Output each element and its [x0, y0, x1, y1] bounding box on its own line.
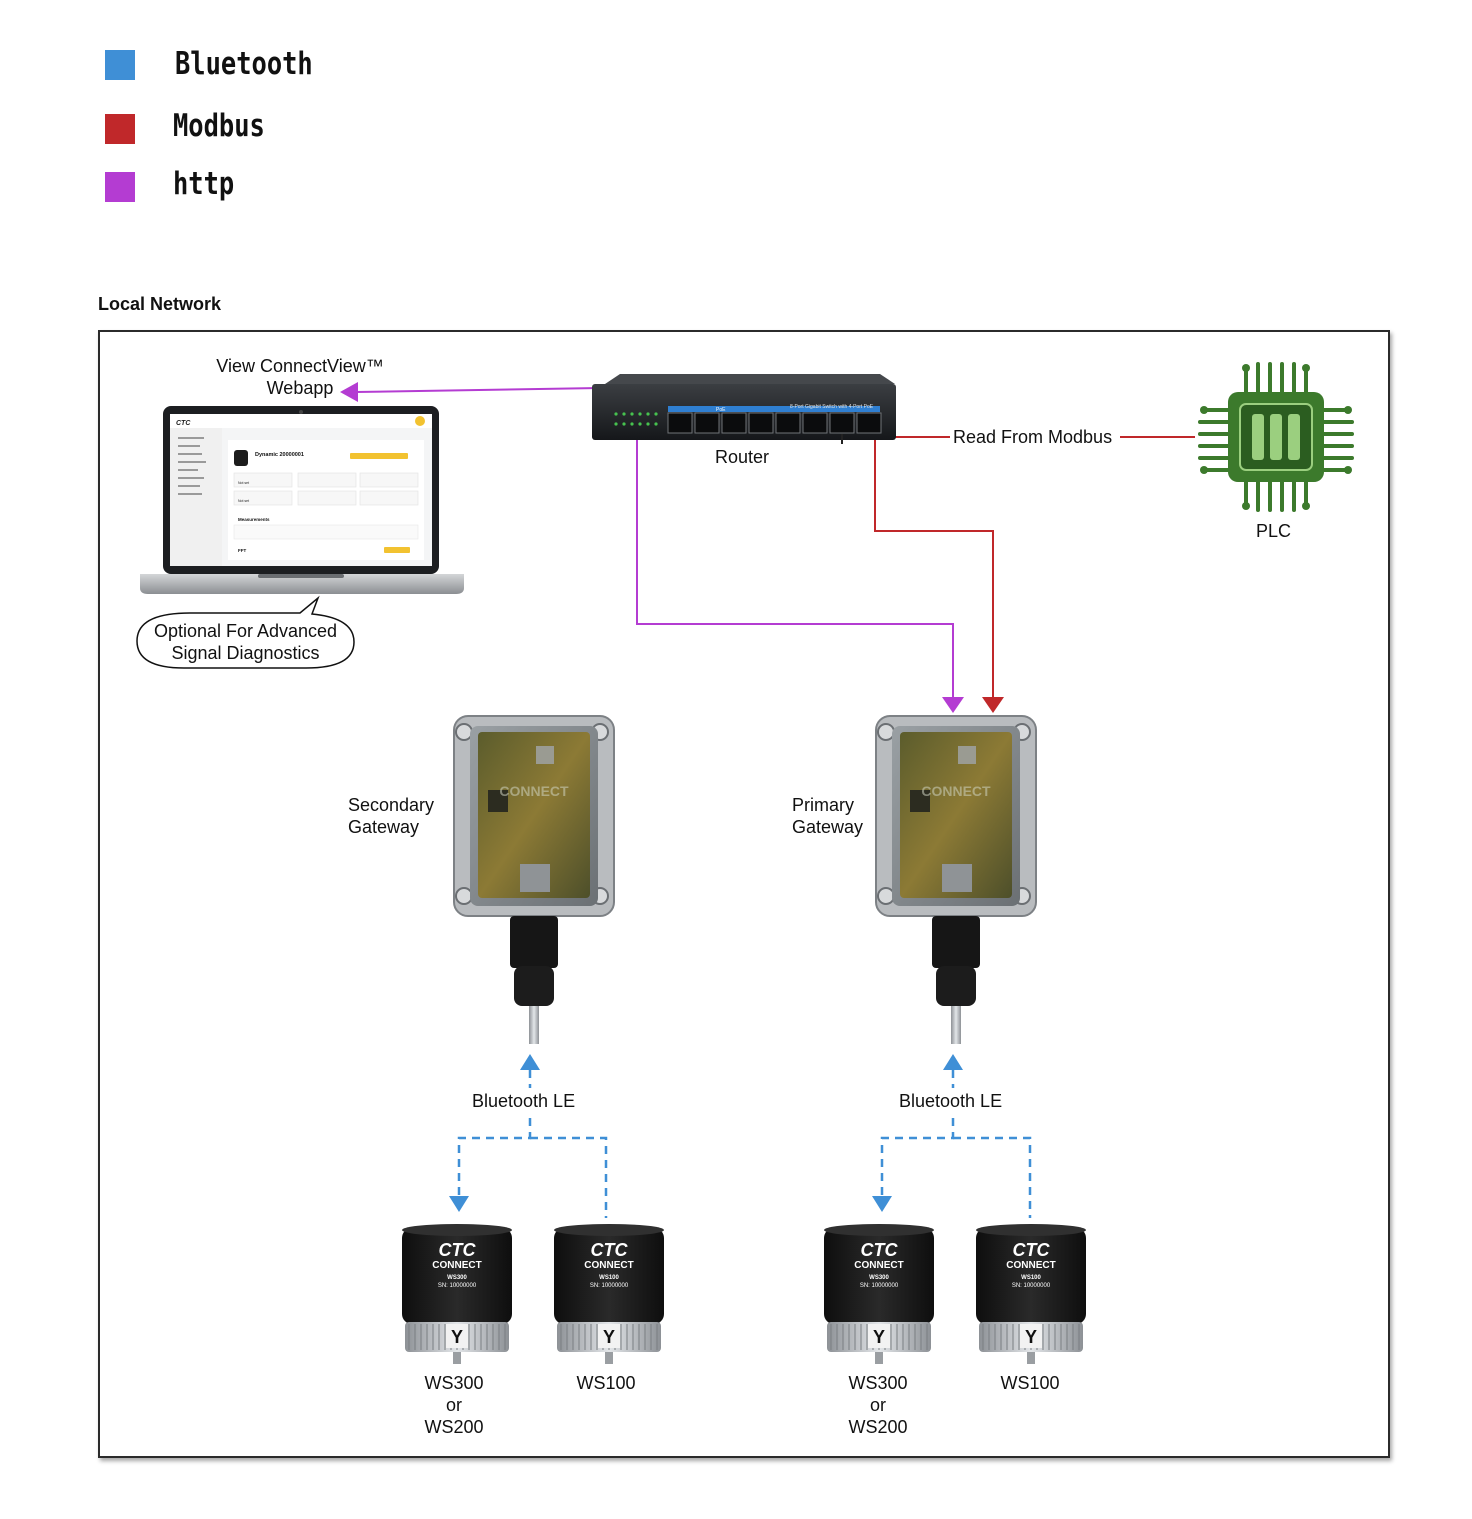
secondary-gateway-device: CONNECT: [453, 715, 615, 1044]
http-swatch: [105, 172, 135, 202]
ble-links-primary: [880, 1070, 1032, 1218]
sensor-model-text: WS300: [869, 1275, 889, 1281]
sensor-serial-text: SN: 10000000: [860, 1283, 899, 1289]
laptop-field-value: Not set: [238, 481, 249, 485]
legend-http-label: http: [173, 166, 235, 202]
primary-gateway-line2: Gateway: [792, 817, 864, 837]
local-network-box: [98, 330, 1390, 1458]
sensor-brand-sub: CONNECT: [584, 1260, 633, 1271]
caption-line: WS200: [848, 1417, 908, 1437]
sensor-model-text: WS300: [447, 1275, 467, 1281]
http-link-webapp: [340, 382, 601, 402]
primary-gateway-label: Primary Gateway: [792, 794, 863, 838]
switch-model-text: 8-Port Gigabit Switch with 4-Port PoE: [790, 404, 874, 410]
caption-line: or: [445, 1395, 462, 1415]
sensor-brand-text: CTC: [439, 1240, 477, 1260]
legend-bluetooth-label: Bluetooth: [175, 46, 313, 82]
http-link-primary-gateway: [636, 440, 964, 713]
sensor-serial-text: SN: 10000000: [438, 1283, 477, 1289]
caption-line: WS200: [424, 1417, 484, 1437]
ble-arrow-secondary-up: [520, 1054, 540, 1070]
sensor-brand-text: CTC: [1013, 1240, 1051, 1260]
sensor-brand-sub: CONNECT: [432, 1260, 481, 1271]
callout-bubble: [136, 595, 355, 669]
sensor-axis-label: Y: [1025, 1327, 1037, 1347]
laptop-logo-text: CTC: [176, 420, 191, 427]
laptop: CTC Dynamic 20000001 Not set Not set Mea…: [140, 406, 464, 594]
laptop-measurements-heading: Measurements: [238, 517, 270, 522]
legend-modbus-label: Modbus: [173, 108, 265, 144]
sensor-caption-ws300-secondary: WS300 or WS200: [404, 1372, 504, 1438]
secondary-gateway-line1: Secondary: [348, 795, 435, 815]
sensor-axis-label: Y: [451, 1327, 463, 1347]
sensor-brand-sub: CONNECT: [854, 1260, 903, 1271]
plc-chip-icon: [1198, 362, 1354, 512]
secondary-gateway-label: Secondary Gateway: [348, 794, 434, 838]
router-switch: 8-Port Gigabit Switch with 4-Port PoE Po…: [592, 374, 896, 444]
laptop-fft-heading: FFT: [238, 548, 246, 553]
secondary-gateway-line2: Gateway: [348, 817, 420, 837]
sensor-brand-sub: CONNECT: [1006, 1260, 1055, 1271]
sensor-caption-ws100-primary: WS100: [1000, 1373, 1060, 1393]
sensor-model-text: WS100: [599, 1275, 619, 1281]
router-label: Router: [715, 447, 770, 467]
bluetooth-swatch: [105, 50, 135, 80]
callout-line1: Optional For Advanced: [153, 621, 338, 641]
sensor-axis-label: Y: [603, 1327, 615, 1347]
sensor-brand-text: CTC: [591, 1240, 629, 1260]
gateway-logo-text: CONNECT: [499, 783, 569, 799]
modbus-link-label: Read From Modbus: [953, 427, 1113, 447]
caption-line: WS300: [848, 1373, 908, 1393]
ble-arrow-primary-down: [872, 1196, 892, 1212]
gateway-logo-text: CONNECT: [921, 783, 991, 799]
sensor-model-text: WS100: [1021, 1275, 1041, 1281]
sensor-caption-ws100-secondary: WS100: [576, 1373, 636, 1393]
modbus-link-primary-gateway: [874, 440, 1004, 713]
callout-text: Optional For Advanced Signal Diagnostics: [137, 620, 354, 664]
sensor-brand-text: CTC: [861, 1240, 899, 1260]
sensor-axis-label: Y: [873, 1327, 885, 1347]
primary-gateway-device: CONNECT: [875, 715, 1037, 1044]
ble-links-secondary: [457, 1070, 608, 1218]
primary-gateway-line1: Primary: [792, 795, 854, 815]
callout-line2: Signal Diagnostics: [171, 643, 320, 663]
plc-label: PLC: [1256, 521, 1292, 541]
ble-arrow-secondary-down: [449, 1196, 469, 1212]
sensor-caption-ws300-primary: WS300 or WS200: [828, 1372, 928, 1438]
ble-label-secondary: Bluetooth LE: [472, 1090, 576, 1112]
laptop-device-title: Dynamic 20000001: [255, 452, 304, 458]
ble-arrow-primary-up: [943, 1054, 963, 1070]
caption-line: or: [869, 1395, 886, 1415]
webapp-label: View ConnectView™ Webapp: [195, 355, 405, 399]
caption-line: WS300: [424, 1373, 484, 1393]
webapp-label-line2: Webapp: [266, 378, 334, 398]
section-title: Local Network: [98, 294, 222, 314]
switch-poe-text: PoE: [716, 407, 726, 413]
laptop-field-value-2: Not set: [238, 499, 249, 503]
sensor-serial-text: SN: 10000000: [590, 1283, 629, 1289]
sensor-serial-text: SN: 10000000: [1012, 1283, 1051, 1289]
ble-label-primary: Bluetooth LE: [899, 1090, 1003, 1112]
modbus-swatch: [105, 114, 135, 144]
webapp-label-line1: View ConnectView™: [216, 356, 384, 376]
